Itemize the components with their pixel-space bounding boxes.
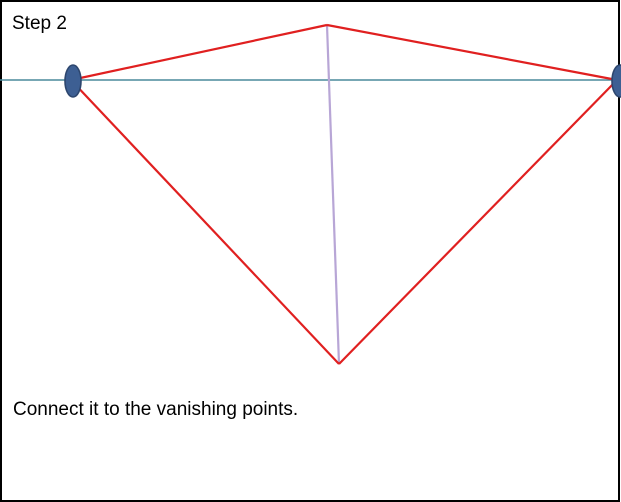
top-to-left-vp-line (70, 23, 328, 82)
top-to-right-vp-line (326, 23, 618, 82)
left-vanishing-point-icon (64, 64, 82, 98)
step-title: Step 2 (12, 13, 67, 34)
bottom-to-right-vp-line (338, 79, 618, 365)
right-vanishing-point-icon (611, 64, 621, 98)
connector-lines (70, 23, 618, 365)
bottom-to-left-vp-line (70, 79, 340, 365)
vertical-edge (325, 24, 341, 365)
instruction-text: Connect it to the vanishing points. (13, 399, 299, 420)
